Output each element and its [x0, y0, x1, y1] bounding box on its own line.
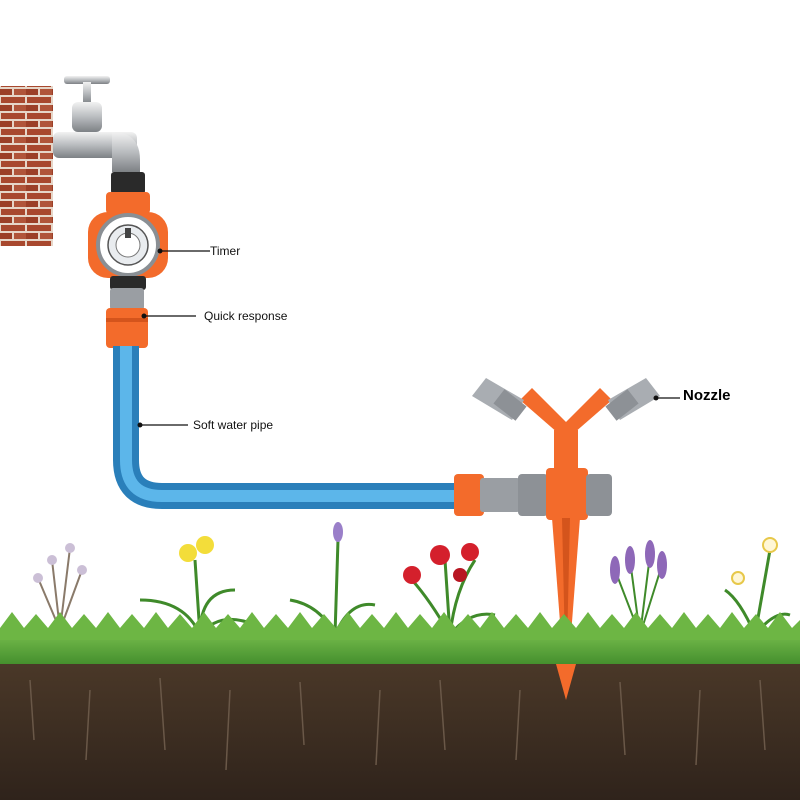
brick-wall — [0, 86, 53, 246]
plant-dry-flowers — [33, 543, 87, 631]
nozzle-left — [472, 378, 527, 421]
faucet — [53, 76, 140, 172]
plant-lavender — [610, 540, 667, 636]
plant-red-flowers — [403, 543, 496, 636]
label-soft-water-pipe: Soft water pipe — [193, 418, 274, 432]
quick-connector — [106, 288, 148, 348]
callout-leaders — [137, 248, 680, 428]
sprinkler — [454, 378, 660, 700]
ground — [0, 612, 800, 800]
plants — [33, 522, 791, 636]
label-quick-response: Quick response — [204, 309, 288, 323]
plant-yellow-lily — [139, 536, 256, 636]
nozzle-right — [605, 378, 660, 421]
label-nozzle: Nozzle — [683, 387, 731, 404]
soft-water-pipe — [113, 346, 456, 509]
water-timer — [88, 172, 168, 290]
label-timer: Timer — [210, 244, 241, 258]
